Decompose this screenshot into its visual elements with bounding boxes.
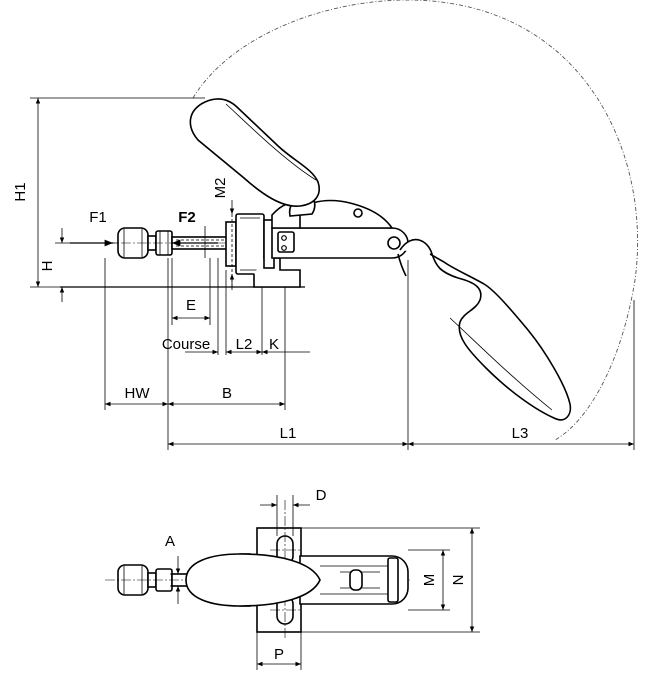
label-d: D (316, 487, 327, 504)
label-hw: HW (125, 385, 151, 402)
label-l1: L1 (280, 425, 297, 442)
mounting-bracket (225, 213, 301, 288)
label-k: K (269, 336, 279, 353)
side-view-dimensions (30, 97, 635, 450)
label-e: E (186, 297, 196, 314)
side-view: H1 H M2 F1 F2 E Course L2 K HW B L1 L3 (12, 0, 638, 450)
label-l3: L3 (512, 425, 529, 442)
label-b: B (222, 385, 232, 402)
label-h: H (39, 261, 56, 272)
label-h1: H1 (12, 182, 29, 201)
label-n: N (450, 575, 467, 586)
label-f1: F1 (89, 209, 107, 226)
handle-top-view (185, 553, 321, 607)
top-view-dimensions (170, 495, 480, 670)
label-m2: M2 (212, 178, 229, 199)
label-f2: F2 (178, 209, 196, 226)
lever-handle (189, 98, 572, 421)
handle-swing-arc (192, 0, 638, 441)
label-a: A (165, 533, 175, 550)
top-view: D A M N P (105, 487, 480, 670)
label-course: Course (162, 336, 210, 353)
label-p: P (274, 646, 284, 663)
label-m: M (421, 574, 438, 587)
label-l2: L2 (236, 336, 253, 353)
